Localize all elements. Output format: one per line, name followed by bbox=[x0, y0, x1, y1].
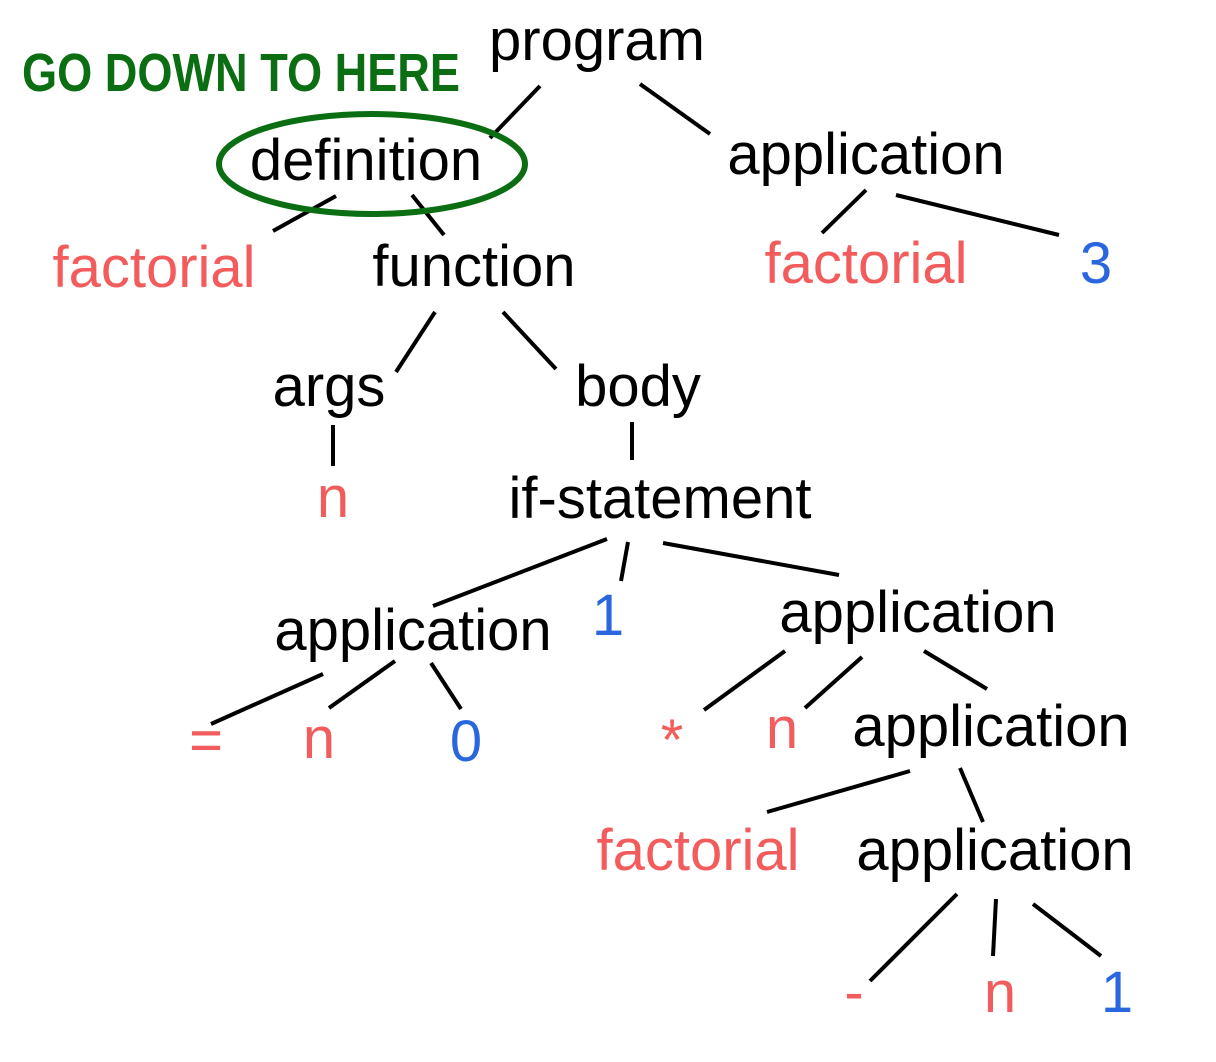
edge-app-rec-to-factorial-rec bbox=[766, 769, 911, 814]
node-one-then: 1 bbox=[592, 583, 624, 648]
node-arg-n: n bbox=[317, 465, 349, 530]
edge-if-to-app-mul bbox=[662, 541, 840, 577]
edge-app-cond-to-cond-n bbox=[327, 659, 397, 710]
node-minus: - bbox=[844, 960, 863, 1025]
edge-if-to-one-then bbox=[619, 541, 630, 582]
node-app-mul: application bbox=[779, 580, 1056, 645]
callout-text: GO DOWN TO HERE bbox=[22, 43, 460, 103]
edge-function-to-args bbox=[394, 310, 437, 374]
node-function: function bbox=[372, 234, 575, 299]
edge-app-sub-to-one-sub bbox=[1031, 902, 1103, 958]
node-args: args bbox=[273, 354, 386, 419]
edge-application-top-to-three bbox=[895, 193, 1060, 237]
node-app-rec: application bbox=[852, 694, 1129, 759]
edge-app-mul-to-mul bbox=[702, 649, 787, 712]
node-mul: * bbox=[661, 708, 684, 773]
node-mul-n: n bbox=[766, 696, 798, 761]
edge-app-mul-to-app-rec bbox=[922, 649, 989, 691]
node-factorial-rec: factorial bbox=[596, 818, 799, 883]
edge-if-to-app-cond bbox=[432, 537, 608, 608]
edge-app-sub-to-sub-n bbox=[991, 898, 998, 957]
node-factorial-app: factorial bbox=[764, 231, 967, 296]
highlight-ellipse bbox=[216, 111, 528, 217]
node-zero: 0 bbox=[450, 709, 482, 774]
edge-program-to-application-top bbox=[638, 82, 712, 136]
node-three: 3 bbox=[1080, 231, 1112, 296]
edge-function-to-body bbox=[501, 310, 558, 371]
node-sub-n: n bbox=[984, 960, 1016, 1025]
edge-definition-to-factorial-def bbox=[272, 194, 337, 233]
edge-app-mul-to-mul-n bbox=[803, 655, 864, 710]
node-factorial-def: factorial bbox=[52, 235, 255, 300]
edge-application-top-to-factorial-app bbox=[820, 188, 868, 235]
node-eq: = bbox=[189, 708, 223, 773]
node-program: program bbox=[489, 8, 705, 73]
node-cond-n: n bbox=[303, 706, 335, 771]
node-application-top: application bbox=[727, 122, 1004, 187]
node-if: if-statement bbox=[509, 466, 812, 531]
node-definition: definition bbox=[250, 128, 482, 193]
edge-definition-to-function bbox=[410, 193, 446, 237]
tree-edges bbox=[210, 82, 1103, 983]
node-app-cond: application bbox=[274, 598, 551, 663]
node-one-sub: 1 bbox=[1101, 960, 1133, 1025]
edge-app-cond-to-eq bbox=[210, 672, 324, 726]
edge-app-cond-to-zero bbox=[429, 661, 463, 711]
edge-program-to-definition bbox=[488, 84, 542, 140]
edge-app-sub-to-minus bbox=[868, 892, 959, 983]
edge-app-rec-to-app-sub bbox=[958, 767, 985, 823]
node-body: body bbox=[575, 354, 701, 419]
node-app-sub: application bbox=[856, 818, 1133, 883]
